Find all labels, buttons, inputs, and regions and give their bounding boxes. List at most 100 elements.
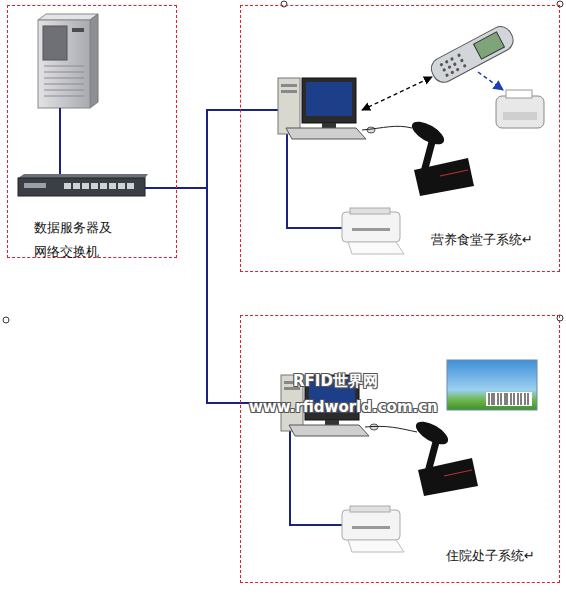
scanner-cable (362, 126, 412, 130)
illustration-part (506, 90, 532, 98)
network-cable (145, 110, 342, 525)
server-tower (38, 14, 98, 108)
subsystem-box: 住院处子系统↵ (240, 315, 560, 583)
subsystem-box: 营养食堂子系统↵ (240, 5, 560, 272)
illustration-part (455, 67, 459, 71)
network-cable (177, 188, 240, 403)
laser-printer (342, 506, 404, 552)
illustration-part (447, 65, 451, 69)
illustration-part (44, 66, 84, 67)
illustration-part (503, 112, 537, 120)
mini-printer (496, 90, 544, 128)
illustration-part (127, 183, 134, 189)
illustration-part (352, 228, 390, 231)
illustration-part (3, 317, 9, 323)
illustration-part (64, 183, 134, 189)
illustration-part (73, 183, 80, 189)
illustration-part (518, 393, 519, 405)
illustration-part (278, 78, 300, 134)
illustration-part (43, 26, 67, 60)
illustration-part (439, 62, 443, 66)
watermark: www.rfidworld.com.cn (249, 398, 438, 416)
illustration-part (90, 14, 98, 108)
illustration-part (492, 393, 493, 405)
illustration-part (445, 60, 449, 64)
corner-handles (3, 1, 563, 323)
illustration-part (82, 183, 89, 189)
barcode-scanner (412, 417, 478, 496)
network-switch (18, 174, 148, 196)
illustration-part (367, 127, 375, 133)
illustration-part (498, 393, 499, 405)
barcode-scanner (408, 117, 474, 196)
box-caption: 数据服务器及 网络交换机 (34, 216, 126, 264)
wireless-link (362, 77, 432, 110)
illustration-part (445, 73, 449, 77)
illustration-part (440, 170, 468, 176)
illustration-part (496, 96, 544, 128)
illustration-part (281, 90, 297, 93)
illustration-part (450, 70, 454, 74)
watermark: RFID世界网 (293, 372, 378, 391)
rfid-card (447, 360, 537, 410)
network-cable (177, 110, 240, 188)
box-caption: 营养食堂子系统↵ (431, 228, 556, 252)
illustration-part (525, 393, 526, 405)
illustration-part (109, 183, 116, 189)
illustration-part (240, 109, 278, 111)
illustration-part (348, 540, 404, 552)
illustration-part (528, 393, 529, 405)
illustration-part (72, 28, 84, 32)
illustration-part (424, 142, 432, 172)
illustration-part (118, 183, 125, 189)
illustration-part (474, 32, 505, 59)
illustration-part (557, 1, 563, 7)
illustration-part (306, 82, 352, 116)
illustration-part (489, 393, 490, 405)
illustration-part (486, 392, 532, 406)
illustration-part (494, 393, 495, 405)
print-link (478, 72, 503, 90)
illustration-part (44, 78, 84, 79)
illustration-part (428, 23, 517, 86)
illustration-part (281, 1, 287, 7)
illustration-part (450, 57, 454, 61)
illustration-part (447, 360, 537, 410)
illustration-part (287, 133, 342, 228)
illustration-part (281, 84, 297, 87)
illustration-part (514, 393, 515, 405)
illustration-part (38, 14, 98, 20)
illustration-part (322, 123, 336, 128)
illustration-part (44, 84, 84, 85)
illustration-part (428, 442, 436, 472)
illustration-part (44, 66, 84, 96)
illustration-part (350, 506, 390, 512)
illustration-part (44, 90, 84, 91)
illustration-part (507, 393, 508, 405)
illustration-part (38, 20, 90, 108)
scanner-cable (365, 426, 417, 432)
illustration-part (18, 178, 145, 196)
illustration-part (64, 183, 71, 189)
illustration-part (442, 68, 446, 72)
illustration-part (463, 64, 467, 68)
illustration-part (352, 526, 390, 529)
illustration-part (145, 187, 177, 189)
illustration-part (521, 393, 522, 405)
illustration-part (100, 183, 107, 189)
illustration-part (460, 58, 464, 62)
illustration-part (91, 183, 98, 189)
illustration-part (302, 78, 356, 123)
illustration-part (408, 117, 447, 149)
illustration-part (286, 128, 366, 139)
illustration-part (412, 417, 451, 449)
handheld-terminal (428, 23, 517, 86)
server-cable (59, 108, 61, 178)
illustration-part (439, 53, 467, 77)
illustration-part (44, 96, 84, 97)
subsystem-box: 数据服务器及 网络交换机 (7, 5, 177, 258)
illustration-part (289, 425, 369, 436)
